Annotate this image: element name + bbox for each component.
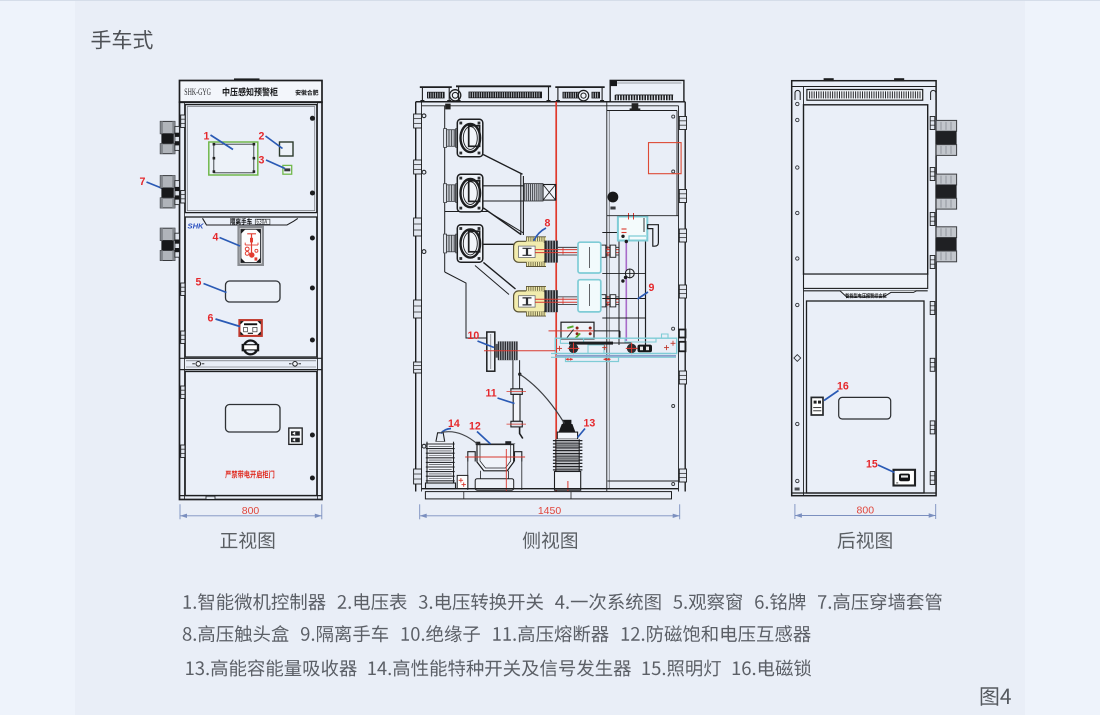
svg-text:13: 13 xyxy=(584,418,596,430)
svg-text:3: 3 xyxy=(259,155,265,167)
svg-text:11: 11 xyxy=(486,387,497,399)
svg-text:2: 2 xyxy=(259,131,265,143)
svg-text:SHK: SHK xyxy=(188,222,205,231)
svg-text:SHK-GYG: SHK-GYG xyxy=(184,87,211,98)
svg-text:7: 7 xyxy=(140,176,146,188)
svg-text:1450: 1450 xyxy=(538,505,562,517)
svg-text:12: 12 xyxy=(469,421,481,433)
svg-text:10: 10 xyxy=(468,330,480,342)
svg-text:800: 800 xyxy=(857,505,875,517)
svg-text:6: 6 xyxy=(208,313,214,325)
svg-text:1: 1 xyxy=(204,131,210,143)
svg-text:15: 15 xyxy=(866,459,878,471)
svg-text:14: 14 xyxy=(448,418,460,430)
svg-text:5: 5 xyxy=(196,277,202,289)
svg-text:4: 4 xyxy=(213,232,219,244)
svg-text:8: 8 xyxy=(545,218,551,230)
svg-text:800: 800 xyxy=(242,505,260,517)
svg-text:9: 9 xyxy=(649,282,655,294)
svg-text:16: 16 xyxy=(837,381,849,393)
